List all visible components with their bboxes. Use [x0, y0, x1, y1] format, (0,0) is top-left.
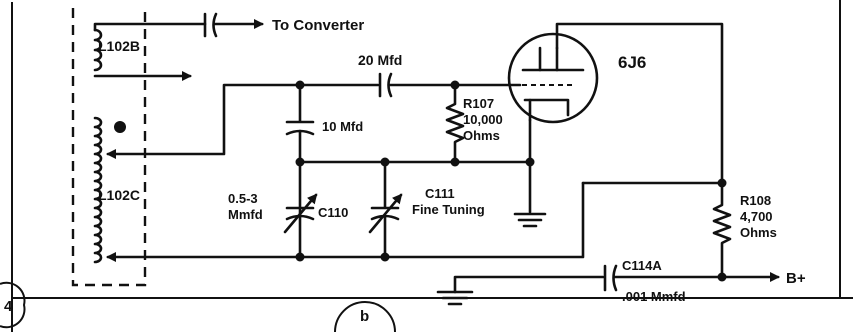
tap-wire — [106, 83, 302, 159]
c114a-value: .001 Mmfd — [622, 289, 686, 304]
junction-bottom-c111 — [380, 252, 390, 262]
figure-letter: b — [360, 308, 369, 325]
l102c-coil — [93, 116, 126, 264]
c111-desc: Fine Tuning — [412, 202, 485, 217]
page-number: 4 — [4, 298, 13, 315]
l102c-label: L102C — [98, 187, 140, 203]
c114a-capacitor — [436, 264, 724, 306]
r107-value: 10,000 — [463, 112, 503, 127]
figure-letter-badge — [334, 301, 396, 332]
c-20mfd-label: 20 Mfd — [358, 52, 402, 68]
junction-cathode — [525, 157, 535, 167]
tube-6j6 — [507, 22, 724, 185]
r108-unit: Ohms — [740, 225, 777, 240]
r108-value: 4,700 — [740, 209, 773, 224]
bottom-bus — [106, 181, 585, 262]
junction-mid-left — [295, 157, 305, 167]
converter-capacitor — [203, 12, 264, 38]
to-converter-label: To Converter — [272, 17, 364, 34]
r108-name: R108 — [740, 193, 771, 208]
bplus-label: B+ — [786, 270, 806, 287]
l102b-coil — [93, 22, 207, 81]
l102b-label: L102B — [98, 38, 140, 54]
c-10mfd-label: 10 Mfd — [322, 119, 363, 134]
r107-unit: Ohms — [463, 128, 500, 143]
c110-variable-capacitor — [283, 193, 318, 234]
c114a-label: C114A — [622, 258, 662, 273]
c110-label: C110 — [318, 205, 348, 220]
grid-capacitor-20mfd — [298, 72, 457, 98]
tube-label: 6J6 — [618, 53, 646, 72]
page-number-badge — [0, 281, 26, 329]
c111-fine-tuning-capacitor — [368, 160, 403, 257]
capacitor-10mfd — [285, 83, 315, 257]
c111-label: C111 — [425, 186, 455, 201]
c110-range-2: Mmfd — [228, 207, 263, 222]
r108-resistor — [712, 181, 732, 279]
r107-resistor — [445, 83, 465, 164]
junction-bottom-left — [295, 252, 305, 262]
page-border — [11, 0, 853, 332]
c110-range-1: 0.5-3 — [228, 191, 258, 206]
junction-mid-r107 — [450, 157, 460, 167]
r107-name: R107 — [463, 96, 494, 111]
coil-enclosure — [71, 8, 147, 287]
